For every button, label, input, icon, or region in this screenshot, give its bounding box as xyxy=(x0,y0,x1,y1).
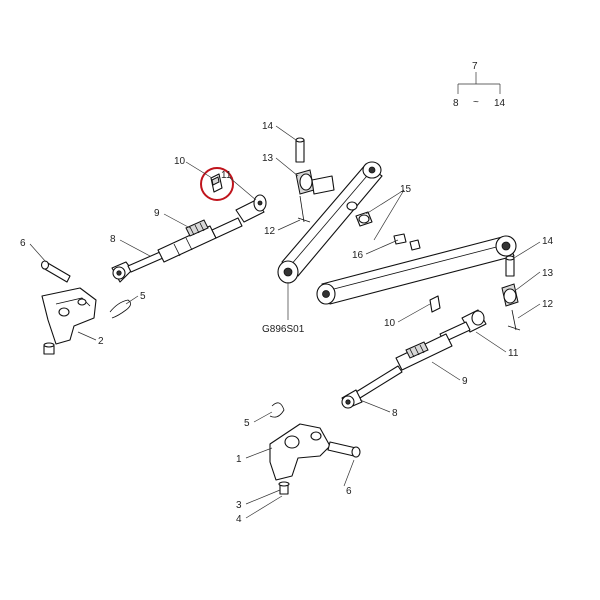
callout-15: 15 xyxy=(400,184,412,195)
callout-14-right: 14 xyxy=(542,236,554,247)
callout-9-lower: 9 xyxy=(462,376,468,387)
callout-2: 2 xyxy=(98,336,104,347)
callout-10-upper: 10 xyxy=(174,156,186,167)
callout-12-top: 12 xyxy=(264,226,276,237)
callout-6-left: 6 xyxy=(20,238,26,249)
nut-set xyxy=(355,211,421,251)
lift-rod-upper-left xyxy=(111,173,267,283)
group-range-sep: ~ xyxy=(473,97,479,108)
callout-10-lower: 10 xyxy=(384,318,396,329)
callout-14-top: 14 xyxy=(262,121,274,132)
callout-13-right: 13 xyxy=(542,268,554,279)
leader-lines xyxy=(29,125,541,519)
callout-1: 1 xyxy=(236,454,242,465)
callout-4: 4 xyxy=(236,514,242,525)
pin-set-top xyxy=(295,137,335,223)
bracket-lower xyxy=(269,402,361,495)
callout-12-right: 12 xyxy=(542,299,554,310)
callout-11-upper: 11 xyxy=(221,170,232,181)
callout-8-lower: 8 xyxy=(392,408,398,419)
callout-6-lower: 6 xyxy=(346,486,352,497)
lift-rod-lower-right xyxy=(341,295,487,409)
highlight-circle xyxy=(200,167,234,201)
group-bracket: 7 8 ~ 14 xyxy=(453,61,506,109)
callout-16: 16 xyxy=(352,250,364,261)
callout-13-top: 13 xyxy=(262,153,274,164)
callout-5-lower: 5 xyxy=(244,418,250,429)
group-range-end: 14 xyxy=(494,98,506,109)
callout-5-left: 5 xyxy=(140,291,146,302)
drawing-code: G896S01 xyxy=(262,324,305,335)
callout-9-upper: 9 xyxy=(154,208,160,219)
pin-set-right xyxy=(501,255,521,331)
lower-link-arm xyxy=(316,235,517,305)
group-number: 7 xyxy=(472,61,478,72)
top-link-arm xyxy=(277,161,383,284)
group-range-start: 8 xyxy=(453,98,459,109)
callout-3: 3 xyxy=(236,500,242,511)
callout-11-lower: 11 xyxy=(508,348,519,359)
bracket-left xyxy=(40,260,131,355)
callout-labels: 10 11 9 8 6 5 2 14 13 12 15 16 G896S01 1… xyxy=(20,121,554,525)
callout-8-upper: 8 xyxy=(110,234,116,245)
